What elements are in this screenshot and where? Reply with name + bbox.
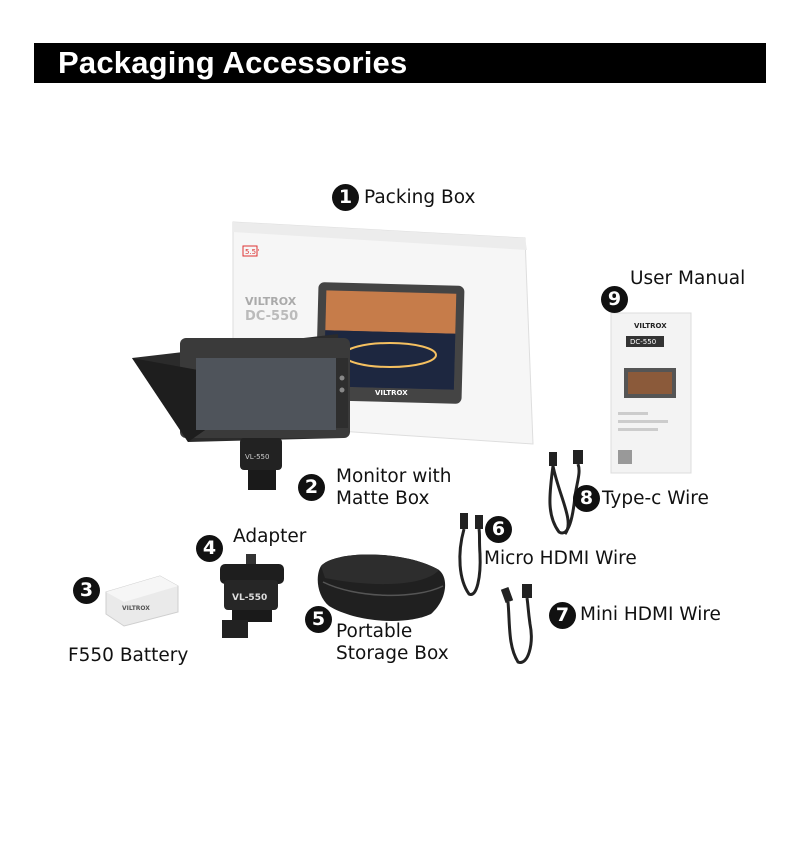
marker-8: 8: [573, 485, 600, 512]
label-micro-hdmi-wire: Micro HDMI Wire: [484, 548, 637, 569]
header-bar: Packaging Accessories: [34, 43, 766, 83]
label-storage-line1: Portable: [336, 621, 413, 642]
marker-5: 5: [305, 606, 332, 633]
marker-3: 3: [73, 577, 100, 604]
mini-hdmi-wire-image: [500, 584, 533, 664]
user-manual-image: VILTROX DC-550: [610, 312, 692, 474]
marker-2: 2: [298, 474, 325, 501]
label-mini-hdmi-wire: Mini HDMI Wire: [580, 604, 721, 625]
storage-box-image: [317, 554, 446, 621]
monitor-image: VL-550: [132, 334, 350, 490]
marker-4: 4: [196, 535, 223, 562]
svg-text:VILTROX: VILTROX: [375, 389, 408, 397]
micro-hdmi-wire-image: [458, 513, 483, 596]
svg-text:DC-550: DC-550: [630, 338, 656, 346]
label-storage-line2: Storage Box: [336, 643, 449, 664]
page-title: Packaging Accessories: [58, 45, 408, 80]
type-c-wire-image: [548, 450, 583, 535]
box-brand-text: VILTROX: [245, 295, 297, 308]
svg-text:VILTROX: VILTROX: [122, 605, 150, 612]
marker-1: 1: [332, 184, 359, 211]
box-badge: 5.5": [245, 248, 259, 256]
label-adapter: Adapter: [233, 526, 307, 547]
label-monitor-line1: Monitor with: [336, 466, 452, 487]
marker-6: 6: [485, 516, 512, 543]
label-monitor-line2: Matte Box: [336, 488, 430, 509]
box-model-text: DC-550: [245, 309, 298, 324]
marker-7: 7: [549, 602, 576, 629]
label-battery: F550 Battery: [68, 645, 189, 666]
label-packing-box: Packing Box: [364, 187, 476, 208]
adapter-image: VL-550: [220, 554, 284, 638]
svg-text:VILTROX: VILTROX: [634, 322, 667, 330]
adapter-model-text: VL-550: [232, 593, 267, 603]
svg-text:VL-550: VL-550: [245, 453, 269, 461]
battery-image: VILTROX: [105, 575, 179, 627]
label-type-c-wire: Type-c Wire: [602, 488, 709, 509]
marker-9: 9: [601, 286, 628, 313]
label-user-manual: User Manual: [630, 268, 746, 289]
